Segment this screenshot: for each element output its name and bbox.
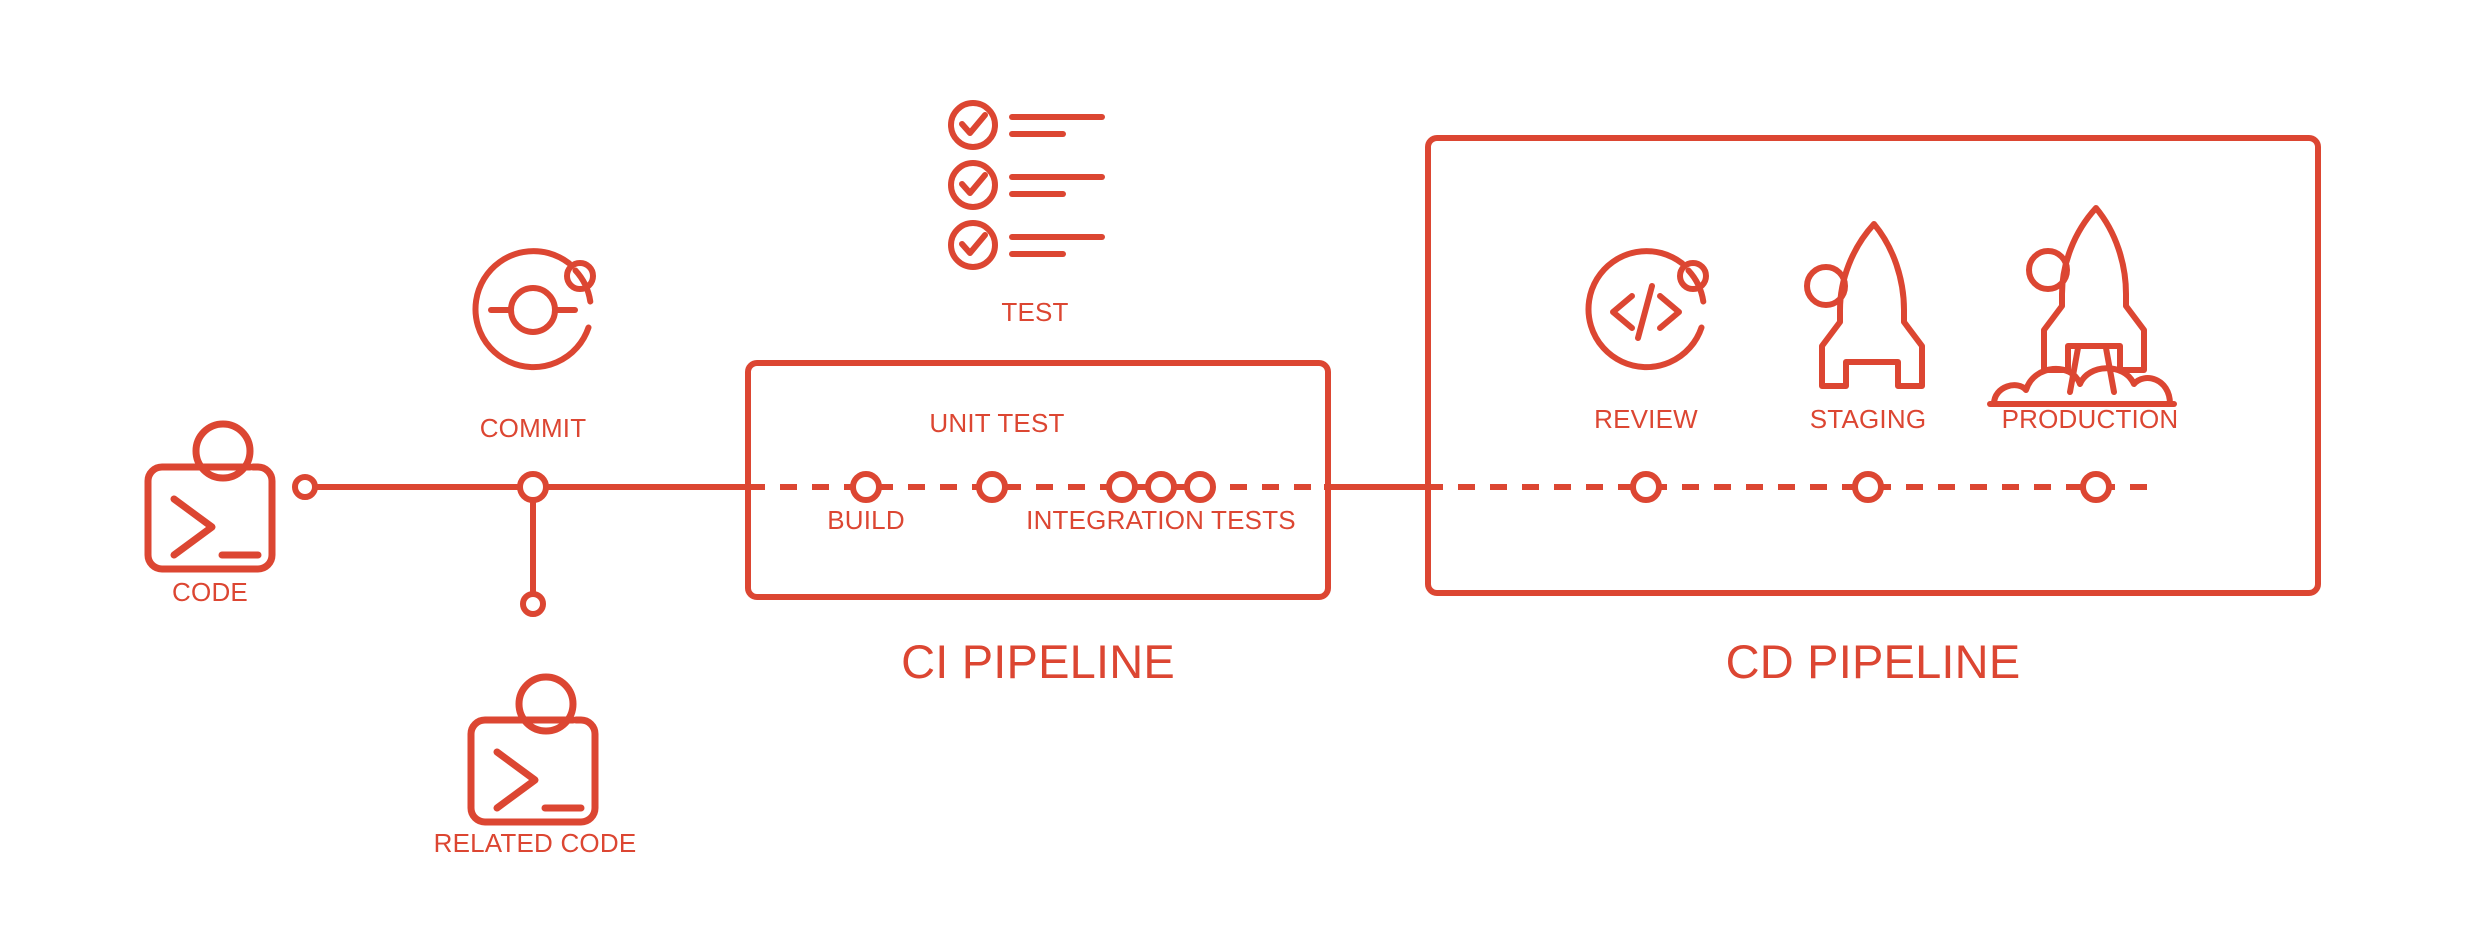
- node-dot-commit[interactable]: [517, 471, 549, 503]
- label-review: REVIEW: [1594, 404, 1698, 434]
- node-dot-integration-test-3[interactable]: [1184, 471, 1216, 503]
- label-ci-pipeline: CI PIPELINE: [901, 635, 1175, 688]
- label-production: PRODUCTION: [2001, 404, 2179, 434]
- cd-pipeline-box: [1425, 135, 2321, 596]
- production-rocket-icon: [1990, 208, 2174, 404]
- node-dot-code[interactable]: [292, 474, 318, 500]
- node-dot-production[interactable]: [2080, 471, 2112, 503]
- code-icon: [148, 424, 272, 569]
- review-icon: [1588, 251, 1706, 367]
- label-related-code: RELATED CODE: [433, 828, 637, 858]
- node-dot-build[interactable]: [850, 471, 882, 503]
- node-dot-staging[interactable]: [1852, 471, 1884, 503]
- label-test: TEST: [1001, 297, 1069, 327]
- node-dot-integration-test-1[interactable]: [1106, 471, 1138, 503]
- ci-pipeline-box: [745, 360, 1331, 600]
- commit-icon: [475, 251, 593, 367]
- label-commit: COMMIT: [479, 413, 587, 443]
- timeline-nodes: [292, 471, 2112, 617]
- label-cd-pipeline: CD PIPELINE: [1725, 635, 2021, 688]
- node-dot-integration-test-2[interactable]: [1145, 471, 1177, 503]
- label-integration-tests: INTEGRATION TESTS: [1026, 505, 1296, 535]
- related-code-icon: [471, 677, 595, 822]
- label-build: BUILD: [827, 505, 905, 535]
- node-dot-unit-test[interactable]: [976, 471, 1008, 503]
- staging-rocket-icon: [1807, 224, 1922, 386]
- label-staging: STAGING: [1809, 404, 1927, 434]
- test-checklist-icon: [951, 103, 1102, 267]
- label-unit-test: UNIT TEST: [929, 408, 1065, 438]
- node-dot-review[interactable]: [1630, 471, 1662, 503]
- node-dot-related-code[interactable]: [520, 591, 546, 617]
- label-code: CODE: [172, 577, 248, 607]
